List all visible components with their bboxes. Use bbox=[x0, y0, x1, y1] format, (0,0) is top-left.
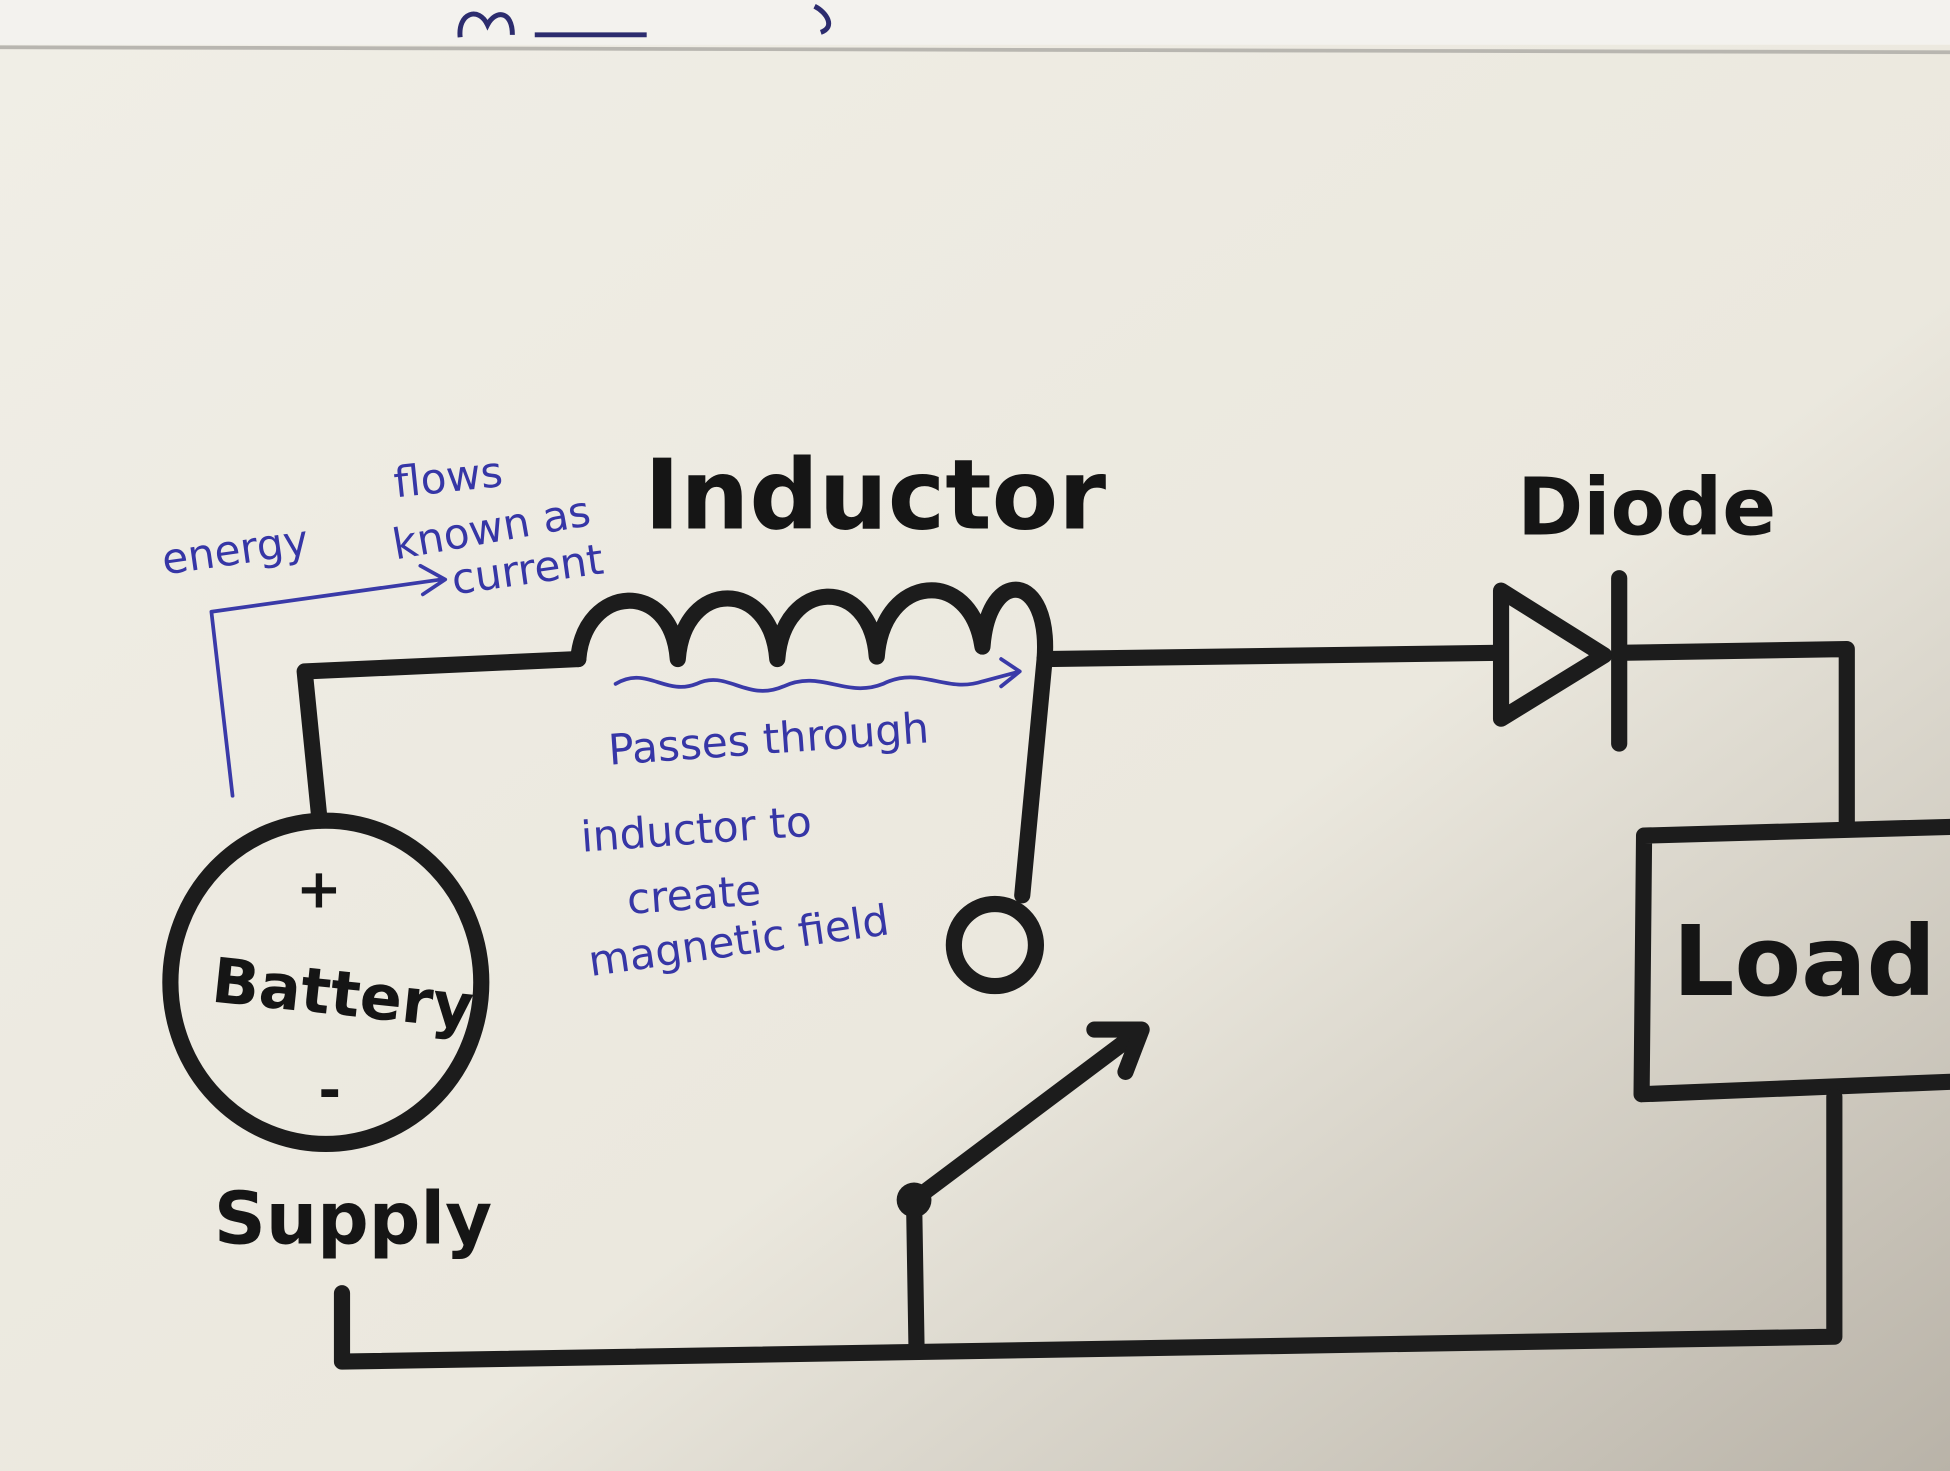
current-flow-arrow bbox=[209, 563, 448, 798]
switch-pivot bbox=[896, 1182, 932, 1218]
page-edge-line bbox=[0, 45, 1950, 55]
switch-contact bbox=[945, 895, 1045, 995]
battery-minus: - bbox=[318, 1058, 341, 1122]
battery-circle bbox=[162, 812, 490, 1153]
top-page-strip bbox=[0, 0, 1950, 45]
inductor-label: Inductor bbox=[644, 438, 1106, 551]
wire-diode-to-load bbox=[1611, 640, 1855, 832]
supply-label: Supply bbox=[214, 1177, 492, 1261]
wire-load-to-return bbox=[333, 1088, 1843, 1370]
wire-inductor-to-switch bbox=[1014, 650, 1053, 904]
diode-label: Diode bbox=[1517, 461, 1776, 554]
wire-inductor-to-diode bbox=[1036, 644, 1507, 668]
diode-triangle bbox=[1492, 582, 1613, 727]
inductor-coil bbox=[570, 581, 1054, 668]
switch-arrowhead bbox=[1086, 1021, 1150, 1080]
battery-plus: + bbox=[296, 857, 342, 921]
load-label: Load bbox=[1673, 905, 1936, 1018]
magnetic-field-wave bbox=[613, 657, 1022, 693]
load-box bbox=[1633, 818, 1950, 1103]
note-passes-3: create bbox=[625, 866, 762, 924]
top-scribble bbox=[457, 3, 832, 38]
note-flows: flows bbox=[391, 447, 505, 507]
wire-battery-to-inductor bbox=[296, 650, 587, 829]
